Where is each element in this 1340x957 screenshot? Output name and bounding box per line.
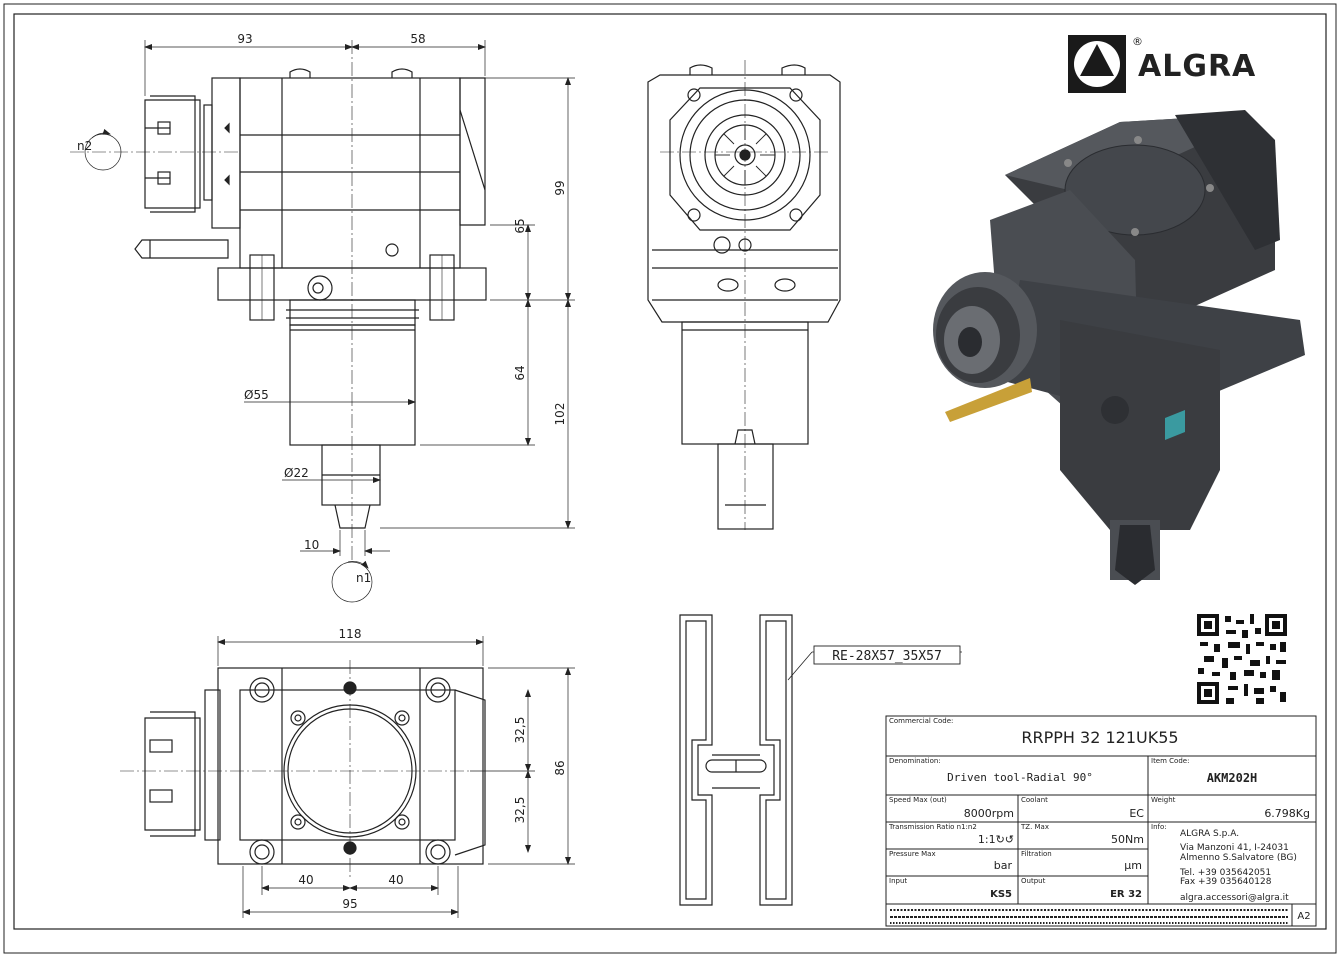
dim-10: 10 <box>304 538 319 552</box>
dim-64: 64 <box>513 365 527 380</box>
item-code: AKM202H <box>1207 771 1258 785</box>
coolant: EC <box>1129 807 1144 820</box>
registered-mark: ® <box>1132 35 1143 48</box>
dim-58: 58 <box>410 32 425 46</box>
input-label: Input <box>889 877 907 885</box>
torque-label: TZ. Max <box>1020 823 1049 831</box>
filtration: μm <box>1124 859 1142 872</box>
dim-102: 102 <box>553 403 567 426</box>
dim-118: 118 <box>339 627 362 641</box>
collet-label: RE-28X57_35X57 <box>832 649 942 664</box>
output: ER 32 <box>1110 889 1142 900</box>
dim-32-5-bottom: 32,5 <box>513 797 527 824</box>
commercial-code: RRPPH 32 121UK55 <box>1021 728 1178 747</box>
speed-max-label: Speed Max (out) <box>889 796 947 804</box>
title-block-text: Commercial Code: RRPPH 32 121UK55 Denomi… <box>888 717 1311 922</box>
bottom-view <box>120 660 486 880</box>
pressure-label: Pressure Max <box>889 850 936 858</box>
dia-22: Ø22 <box>284 466 309 480</box>
telephone: Tel. +39 035642051 <box>1179 868 1271 878</box>
address-line-2: Almenno S.Salvatore (BG) <box>1180 853 1297 863</box>
item-code-label: Item Code: <box>1151 757 1189 765</box>
inner-border <box>13 13 1327 930</box>
dim-93: 93 <box>237 32 252 46</box>
company-name: ALGRA S.p.A. <box>1180 829 1239 839</box>
qr-code <box>1196 613 1288 705</box>
pressure: bar <box>994 859 1013 872</box>
algra-logo: ® ALGRA <box>1068 35 1256 93</box>
front-view-dim-text: 93 58 99 65 64 102 Ø55 Ø22 10 n2 n1 <box>77 32 567 585</box>
n1-label: n1 <box>356 571 371 585</box>
output-label: Output <box>1021 877 1046 885</box>
dia-55: Ø55 <box>244 388 269 402</box>
denomination: Driven tool-Radial 90° <box>947 771 1093 784</box>
front-view-dimensions <box>84 40 575 603</box>
filtration-label: Filtration <box>1021 850 1052 858</box>
dim-86: 86 <box>553 760 567 775</box>
dim-99: 99 <box>553 180 567 195</box>
email: algra.accessori@algra.it <box>1180 893 1289 903</box>
title-block <box>885 715 1317 927</box>
outer-border <box>3 3 1337 954</box>
ratio-label: Transmission Ratio n1:n2 <box>888 823 977 831</box>
dim-40-right: 40 <box>388 873 403 887</box>
side-view <box>647 60 841 530</box>
ratio: 1:1↻↺ <box>978 833 1014 846</box>
brand-name: ALGRA <box>1138 49 1256 84</box>
address-line-1: Via Manzoni 41, I-24031 <box>1180 843 1289 853</box>
bottom-view-dim-text: 118 86 32,5 32,5 40 40 95 <box>298 627 567 911</box>
input: KS5 <box>990 889 1012 900</box>
fax: Fax +39 035640128 <box>1180 877 1272 887</box>
dim-32-5-top: 32,5 <box>513 717 527 744</box>
n2-label: n2 <box>77 139 92 153</box>
collet-profile <box>679 614 962 906</box>
bottom-view-dimensions <box>217 636 575 918</box>
dim-65: 65 <box>513 218 527 233</box>
collet-label-box <box>813 645 961 665</box>
speed-max: 8000rpm <box>964 807 1014 820</box>
weight-label: Weight <box>1151 796 1176 804</box>
dim-40-left: 40 <box>298 873 313 887</box>
sheet-size: A2 <box>1297 911 1310 922</box>
torque: 50Nm <box>1111 833 1144 846</box>
dim-95: 95 <box>342 897 357 911</box>
commercial-code-label: Commercial Code: <box>889 717 953 725</box>
info-label: Info: <box>1151 823 1167 831</box>
weight: 6.798Kg <box>1264 807 1310 820</box>
front-view <box>70 40 487 560</box>
denomination-label: Denomination: <box>889 757 941 765</box>
render-3d <box>933 110 1305 585</box>
coolant-label: Coolant <box>1021 796 1048 804</box>
